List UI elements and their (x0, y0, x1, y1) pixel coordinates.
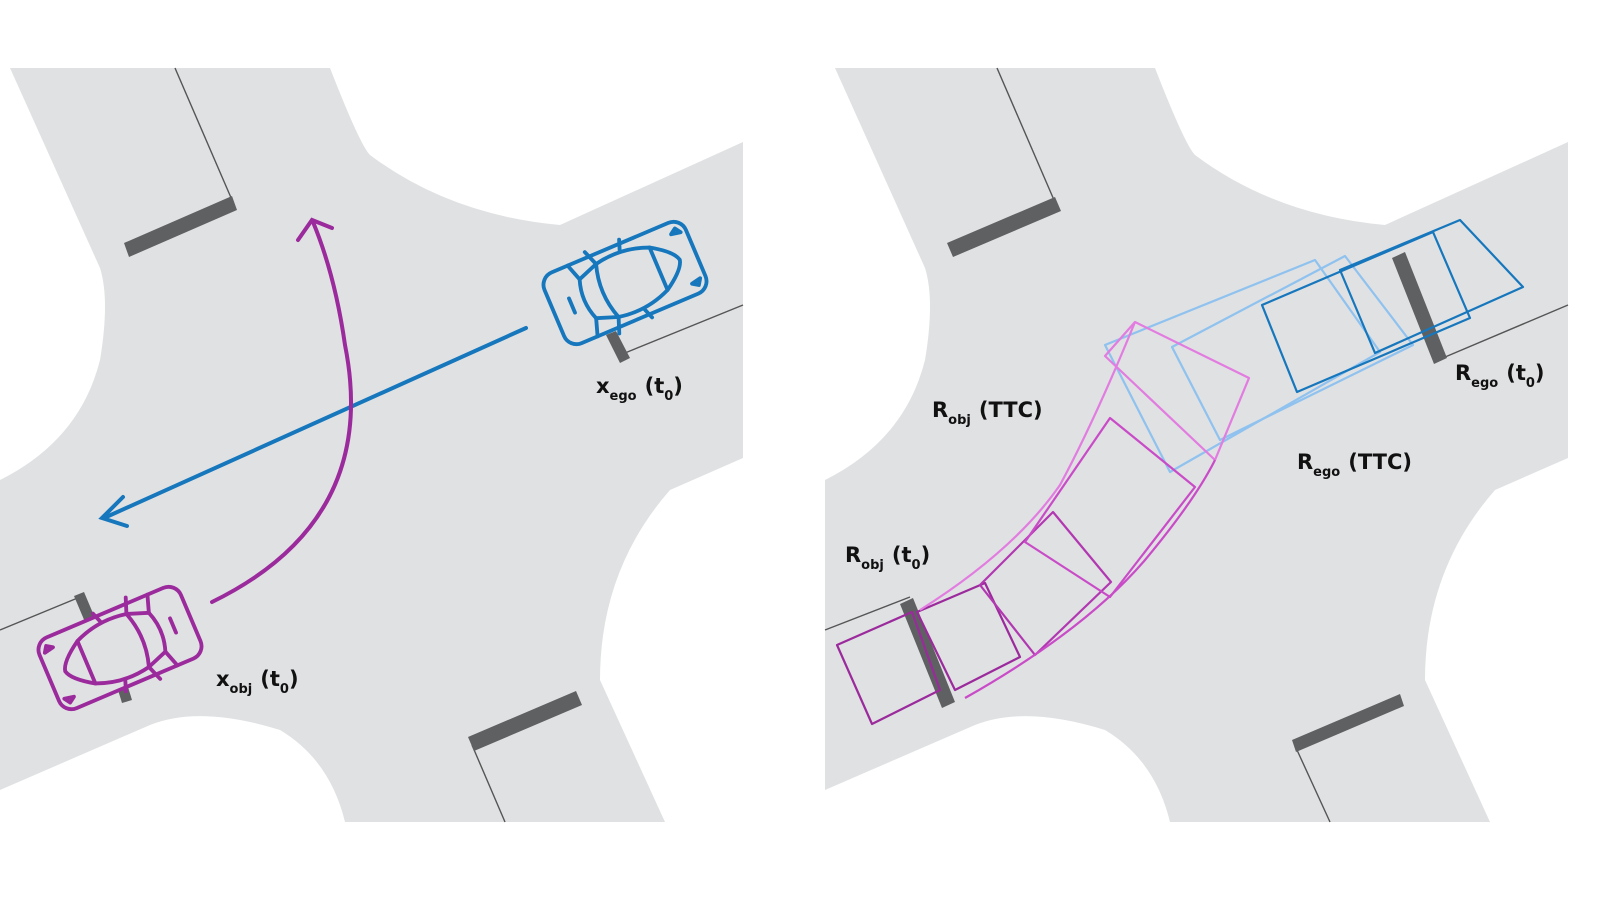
left-panel: xego(t0) xobj(t0) (0, 67, 744, 823)
obj-start-region-label: Robj(t0) (845, 543, 930, 573)
lane-lines (824, 67, 1569, 823)
ego-start-region-label: Rego(t0) (1455, 361, 1545, 391)
obj-trajectory-arrow (210, 217, 353, 604)
obj-reachable-set (835, 320, 1251, 726)
obj-ttc-region-label: Robj(TTC) (932, 398, 1043, 428)
lane-lines (0, 67, 744, 823)
obj-reachable-envelope (919, 321, 1216, 699)
right-panel: Rego(t0) Rego(TTC) Robj(TTC) Robj(t0) (824, 67, 1569, 823)
road-intersection (0, 68, 743, 822)
ego-reachable-set (1103, 218, 1525, 474)
stop-bars (74, 196, 630, 751)
obj-position-label: xobj(t0) (216, 667, 299, 697)
ego-trajectory-arrow (98, 326, 528, 528)
ego-position-label: xego(t0) (596, 374, 683, 404)
road-intersection (825, 68, 1568, 822)
ego-ttc-region-label: Rego(TTC) (1297, 450, 1412, 480)
